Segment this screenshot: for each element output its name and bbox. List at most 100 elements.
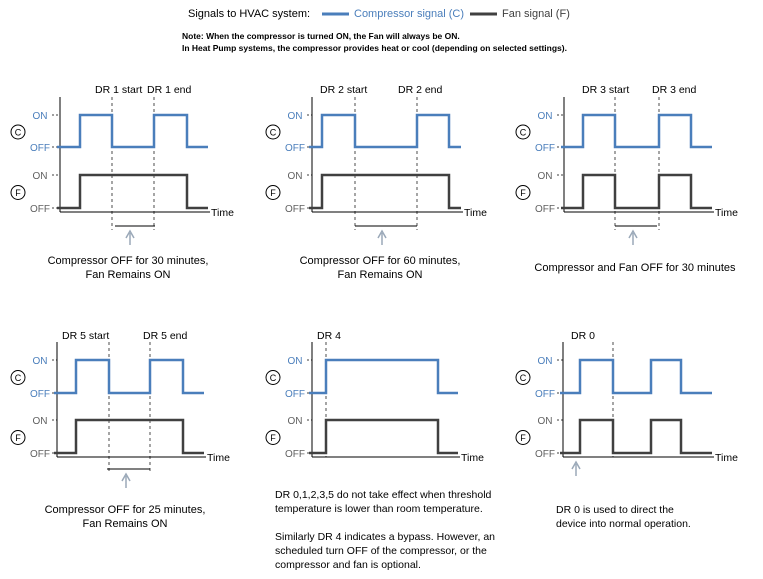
dr0-fan-off-label: OFF [535, 449, 555, 460]
dr3-fan-off-label: OFF [535, 204, 555, 215]
dr2-fan-off-label: OFF [285, 204, 305, 215]
dr3-caption: Compressor and Fan OFF for 30 minutes [520, 261, 750, 275]
dr2-start-label: DR 2 start [320, 84, 367, 96]
dr4-time-label: Time [461, 452, 484, 464]
dr3-compressor-on-label: ON [538, 111, 553, 122]
dr5-caption-line-1: Compressor OFF for 25 minutes, [44, 504, 206, 516]
dr1-fan-circle [10, 185, 26, 200]
dr5-fan-on-label: ON [33, 416, 48, 427]
dr5-caption: Compressor OFF for 25 minutes, Fan Remai… [25, 503, 225, 531]
dr0-compressor-on-label: ON [538, 356, 553, 367]
dr0-fan-signal [560, 418, 712, 455]
dr5-compressor-on-label: ON [33, 356, 48, 367]
dr3-fan-on-label: ON [538, 171, 553, 182]
legend-compressor-label: Compressor signal (C) [354, 8, 465, 20]
dr0-fan-circle-label: F [520, 433, 526, 443]
dr3-caption-line-1: Compressor and Fan OFF for 30 minutes [534, 262, 736, 274]
dr4-fan-circle [265, 430, 281, 445]
dr4-compressor-signal [309, 358, 458, 395]
dr1-end-label: DR 1 end [147, 84, 192, 96]
dr4-fan-signal [309, 418, 458, 455]
dr0-note: DR 0 is used to direct the device into n… [556, 503, 736, 531]
dr4-note-2-line-3: compressor and fan is optional. [275, 559, 421, 571]
dr4-compressor-circle [265, 370, 281, 385]
header-title: Signals to HVAC system: [188, 8, 311, 20]
dr4-compressor-on-label: ON [288, 356, 303, 367]
dr2-caption: Compressor OFF for 60 minutes, Fan Remai… [280, 254, 480, 282]
dr3-fan-signal [561, 173, 712, 210]
dr5-fan-signal [54, 418, 204, 455]
dr4-note-2-line-1: Similarly DR 4 indicates a bypass. Howev… [275, 531, 496, 543]
dr4-note-2-line-2: scheduled turn OFF of the compressor, or… [275, 545, 487, 557]
dr2-fan-on-label: ON [288, 171, 303, 182]
dr2-time-label: Time [464, 207, 487, 219]
dr3-time-label: Time [715, 207, 738, 219]
dr2-end-label: DR 2 end [398, 84, 443, 96]
dr5-fan-off-label: OFF [30, 449, 50, 460]
dr2-compressor-on-label: ON [288, 111, 303, 122]
dr0-note-line-1: DR 0 is used to direct the [556, 504, 674, 516]
dr3-start-label: DR 3 start [582, 84, 629, 96]
dr5-fan-circle-label: F [15, 433, 21, 443]
dr3-compressor-circle-label: C [520, 128, 527, 138]
dr1-caption-line-1: Compressor OFF for 30 minutes, [47, 255, 209, 267]
dr2-fan-circle [265, 185, 281, 200]
dr0-start-label: DR 0 [571, 330, 595, 342]
dr4-note-1: DR 0,1,2,3,5 do not take effect when thr… [275, 488, 525, 516]
dr1-compressor-on-label: ON [33, 111, 48, 122]
dr5-end-label: DR 5 end [143, 330, 188, 342]
dr2-compressor-off-label: OFF [285, 143, 305, 154]
dr1-caption: Compressor OFF for 30 minutes, Fan Remai… [28, 254, 228, 282]
dr0-fan-circle [515, 430, 531, 445]
dr5-compressor-circle [10, 370, 26, 385]
dr3-pointer-arrow-head [628, 229, 638, 239]
dr2-fan-signal [309, 173, 461, 210]
dr1-start-label: DR 1 start [95, 84, 142, 96]
dr5-pointer-arrow-head [121, 472, 131, 482]
dr4-compressor-circle-label: C [270, 373, 277, 383]
dr2-caption-line-1: Compressor OFF for 60 minutes, [299, 255, 461, 267]
dr2-caption-line-2: Fan Remains ON [337, 269, 423, 281]
dr1-fan-on-label: ON [33, 171, 48, 182]
dr0-note-line-2: device into normal operation. [556, 518, 691, 530]
dr3-compressor-circle [515, 124, 531, 140]
dr1-pointer-arrow-head [125, 229, 135, 239]
dr5-time-label: Time [207, 452, 230, 464]
dr4-note-1-line-2: temperature is lower than room temperatu… [275, 503, 483, 515]
dr1-compressor-circle [10, 124, 26, 140]
dr3-compressor-off-label: OFF [535, 143, 555, 154]
dr5-caption-line-2: Fan Remains ON [82, 518, 168, 530]
dr4-note-2: Similarly DR 4 indicates a bypass. Howev… [275, 530, 525, 572]
dr1-compressor-signal [57, 113, 208, 149]
dr1-fan-circle-label: F [15, 188, 21, 198]
dr1-compressor-off-label: OFF [30, 143, 50, 154]
dr2-compressor-circle [265, 124, 281, 140]
dr5-compressor-off-label: OFF [30, 389, 50, 400]
dr3-compressor-signal [561, 113, 712, 149]
dr0-fan-on-label: ON [538, 416, 553, 427]
dr1-time-label: Time [211, 207, 234, 219]
dr5-compressor-circle-label: C [15, 373, 22, 383]
dr4-fan-circle-label: F [270, 433, 276, 443]
dr4-fan-on-label: ON [288, 416, 303, 427]
dr0-compressor-circle [515, 370, 531, 385]
dr2-compressor-signal [309, 113, 461, 149]
dr1-fan-signal [57, 173, 208, 210]
legend-fan-label: Fan signal (F) [502, 8, 570, 20]
dr5-fan-circle [10, 430, 26, 445]
dr0-compressor-off-label: OFF [535, 389, 555, 400]
dr2-compressor-circle-label: C [270, 128, 277, 138]
dr1-compressor-circle-label: C [15, 128, 22, 138]
dr4-fan-off-label: OFF [285, 449, 305, 460]
dr3-fan-circle-label: F [520, 188, 526, 198]
dr4-note-1-line-1: DR 0,1,2,3,5 do not take effect when thr… [275, 489, 492, 501]
dr1-fan-off-label: OFF [30, 204, 50, 215]
dr0-pointer-arrow-head [571, 460, 581, 470]
header-note-line-1: Note: When the compressor is turned ON, … [182, 31, 460, 41]
dr1-caption-line-2: Fan Remains ON [85, 269, 171, 281]
dr4-start-label: DR 4 [317, 330, 341, 342]
dr4-compressor-off-label: OFF [285, 389, 305, 400]
dr2-pointer-arrow-head [377, 229, 387, 239]
dr2-fan-circle-label: F [270, 188, 276, 198]
